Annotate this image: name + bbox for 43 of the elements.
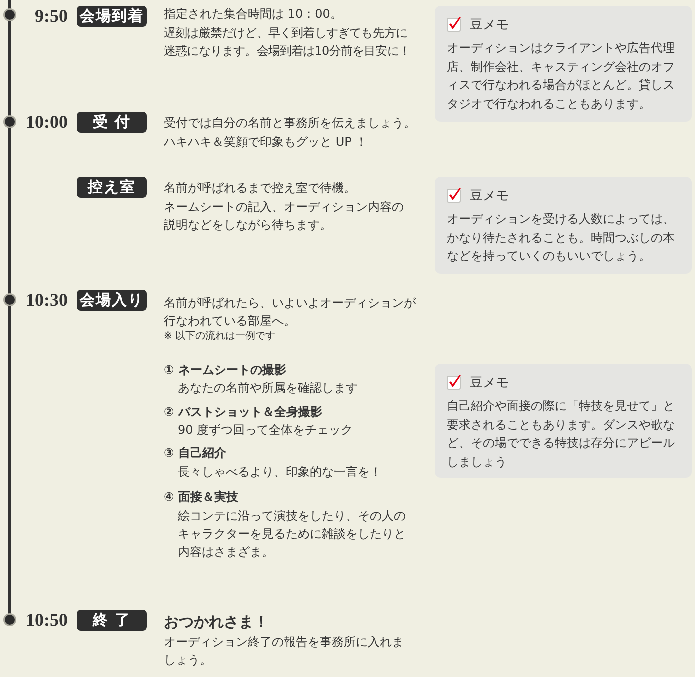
- memo-text: オーディションを受ける人数によっては、かなり待たされることも。時間つぶしの本などを持っていくのもいいでしょう。: [447, 211, 676, 266]
- step-label: 受 付: [77, 112, 147, 133]
- timeline-dot: [3, 8, 17, 22]
- step-label: 会場到着: [77, 6, 147, 27]
- timeline-line: [8, 305, 12, 615]
- step-label: 会場入り: [77, 290, 147, 311]
- item-heading: ① ネームシートの撮影: [164, 362, 286, 379]
- description-text: オーディション終了の報告を事務所に入れましょう。: [164, 634, 405, 669]
- description-text: 名前が呼ばれたら、いよいよオーディションが行なわれている部屋へ。: [164, 295, 417, 330]
- memo-box: [435, 177, 692, 274]
- description-text: 遅刻は厳禁だけど、早く到着しすぎても先方に迷惑になります。会場到着は10分前を目安に！: [164, 25, 412, 60]
- time-label: 9:50: [35, 6, 68, 27]
- time-label: 10:30: [26, 290, 68, 311]
- memo-heading: 豆メモ: [470, 188, 509, 205]
- description-text: ハキハキ＆笑顔で印象もグッと UP ！: [164, 134, 368, 151]
- description-text: 名前が呼ばれるまで控え室で待機。: [164, 180, 356, 197]
- timeline-dot: [3, 293, 17, 307]
- item-heading: ② バストショット＆全身撮影: [164, 404, 322, 421]
- description-text: ネームシートの記入、オーディション内容の説明などをしながら待ちます。: [164, 199, 405, 234]
- item-text: あなたの名前や所属を確認します: [178, 380, 358, 397]
- item-text: 長々しゃべるより、印象的な一言を！: [178, 464, 382, 481]
- memo-heading: 豆メモ: [470, 17, 509, 34]
- item-text: 90 度ずつ回って全体をチェック: [178, 422, 354, 439]
- memo-heading: 豆メモ: [470, 375, 509, 392]
- timeline-line: [8, 20, 12, 117]
- item-text: 絵コンテに沿って演技をしたり、その人のキャラクターを見るために雑談をしたりと内容はさまざま。: [178, 508, 407, 561]
- note-text: ※ 以下の流れは一例です: [164, 330, 276, 344]
- memo-box: [435, 6, 692, 122]
- item-heading: ④ 面接＆実技: [164, 489, 238, 506]
- time-label: 10:50: [26, 610, 68, 631]
- memo-box: [435, 364, 692, 478]
- timeline-dot: [3, 115, 17, 129]
- timeline-line: [8, 127, 12, 295]
- timeline-dot: [3, 613, 17, 627]
- step-label: 終 了: [77, 610, 147, 631]
- closing-heading: おつかれさま！: [164, 612, 269, 632]
- item-heading: ③ 自己紹介: [164, 445, 226, 462]
- time-label: 10:00: [26, 112, 68, 133]
- description-text: 指定された集合時間は 10：00。: [164, 6, 342, 23]
- step-label: 控え室: [77, 177, 147, 198]
- memo-text: オーディションはクライアントや広告代理店、制作会社、キャスティング会社のオフィスで行なわれる場合がほとんど。貸しスタジオで行なわれることもあります。: [447, 40, 676, 113]
- memo-text: 自己紹介や面接の際に「特技を見せて」と要求されることもあります。ダンスや歌など、その場でできる特技は存分にアピールしましょう: [447, 398, 676, 471]
- description-text: 受付では自分の名前と事務所を伝えましょう。: [164, 115, 416, 132]
